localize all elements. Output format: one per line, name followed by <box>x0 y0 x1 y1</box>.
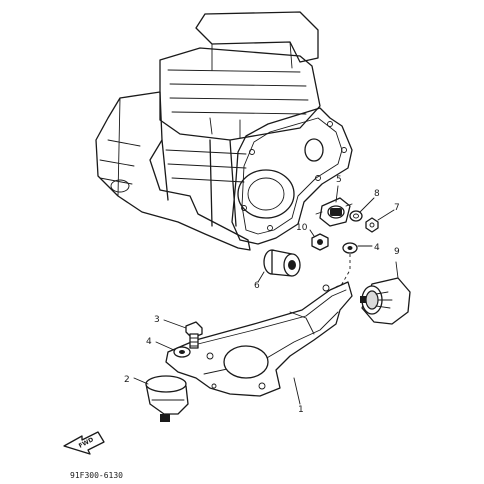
diagram-code: 91F300-6130 <box>70 471 123 480</box>
callout-10: 10 <box>296 223 308 233</box>
callout-2: 2 <box>124 375 130 385</box>
rubber-mount-left <box>133 375 189 422</box>
callout-4-right: 4 <box>374 243 380 253</box>
callout-5: 5 <box>336 175 342 185</box>
callout-6: 6 <box>254 281 260 291</box>
washer-right <box>333 242 373 289</box>
callout-1: 1 <box>298 405 304 415</box>
callout-7: 7 <box>394 203 400 213</box>
nut-upper <box>365 209 395 233</box>
washer-upper <box>349 197 375 222</box>
callout-labels: 1 2 3 4 5 6 7 8 9 10 4 <box>124 175 400 415</box>
nut-lower <box>309 229 329 251</box>
damper <box>257 249 301 283</box>
callout-8: 8 <box>374 189 380 199</box>
engine-block <box>95 11 353 251</box>
bracket <box>165 281 353 405</box>
fwd-arrow-icon: FWD <box>63 431 105 455</box>
callout-3: 3 <box>154 315 160 325</box>
bolt <box>163 319 203 349</box>
washer-left <box>155 341 191 358</box>
engine-mount-stud <box>315 185 353 227</box>
callout-9: 9 <box>394 247 400 257</box>
rubber-mount-right <box>360 261 411 325</box>
callout-4-left: 4 <box>146 337 152 347</box>
